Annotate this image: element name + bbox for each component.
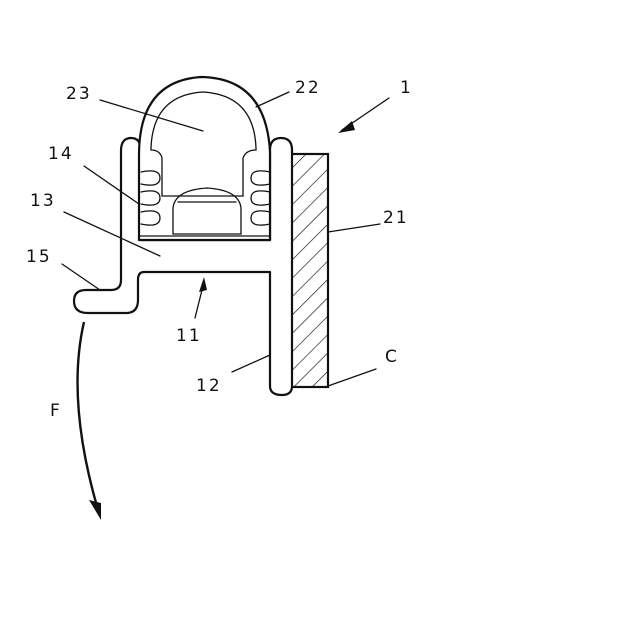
- label-23: 23: [66, 84, 92, 104]
- label-1: 1: [400, 78, 413, 98]
- label-13: 13: [30, 191, 56, 211]
- label-12: 12: [196, 376, 222, 396]
- label-15: 15: [26, 247, 52, 267]
- label-11: 11: [176, 326, 202, 346]
- arrow-1: [338, 98, 389, 133]
- panel-21: [291, 154, 328, 387]
- force-arrow-F: [78, 322, 101, 520]
- label-F: F: [50, 401, 62, 421]
- label-21: 21: [383, 208, 409, 228]
- arrow-11: [195, 277, 207, 318]
- label-22: 22: [295, 78, 321, 98]
- label-C: C: [385, 347, 399, 367]
- tube-22: [139, 77, 270, 240]
- label-14: 14: [48, 144, 74, 164]
